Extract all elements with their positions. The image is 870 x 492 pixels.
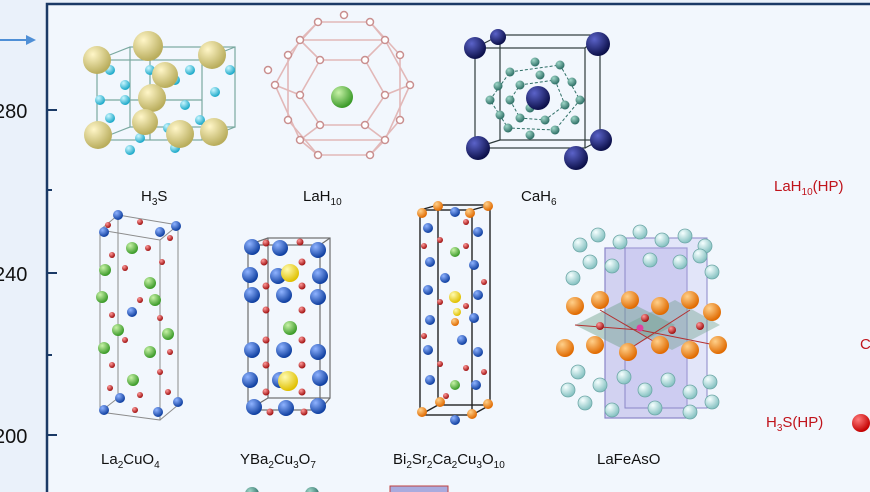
data-point-icon <box>852 414 870 432</box>
data-label-lah10-hp: LaH10(HP) <box>774 178 843 198</box>
label-lah10: LaH10 <box>303 188 342 208</box>
label-h3s: H3S <box>141 188 167 208</box>
plot-frame <box>45 2 870 492</box>
y-tick-label-200: 200 <box>0 426 27 448</box>
label-ybco: YBa2Cu3O7 <box>240 451 316 471</box>
h3s-crystal-structure <box>83 31 236 155</box>
y-tick-label-240: 240 <box>0 264 27 286</box>
la2cuo4-crystal-structure <box>96 210 183 421</box>
data-label-partial: C <box>860 336 870 353</box>
data-label-h3s-hp: H3S(HP) <box>766 414 823 434</box>
label-cah6: CaH6 <box>521 188 557 208</box>
arrow-right-icon <box>0 35 36 45</box>
y-tick-label-280: 280 <box>0 101 27 123</box>
cah6-crystal-structure <box>464 29 612 170</box>
lafeaso-crystal-structure <box>556 224 727 420</box>
label-bscco: Bi2Sr2Ca2Cu3O10 <box>393 451 505 471</box>
label-lafeaso: LaFeAsO <box>597 451 660 468</box>
ybco-crystal-structure <box>242 237 331 416</box>
bscco-crystal-structure <box>417 201 493 425</box>
label-la2cuo4: La2CuO4 <box>101 451 160 471</box>
lah10-crystal-structure <box>263 10 415 160</box>
cropped-structure-bottom <box>245 485 449 492</box>
